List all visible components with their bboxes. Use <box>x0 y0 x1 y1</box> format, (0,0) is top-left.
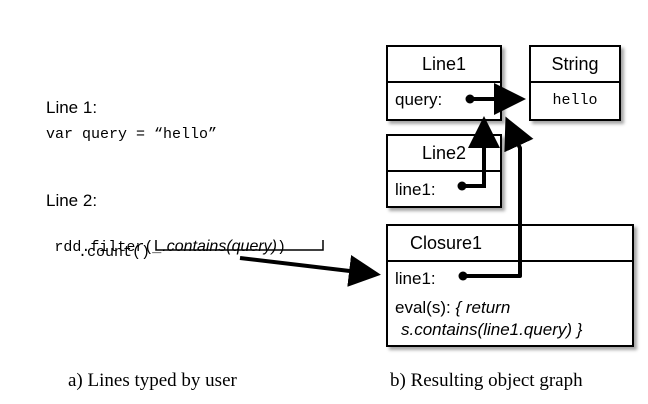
line2-code-prefix: rdd.filter( <box>54 239 154 256</box>
closure1-line1-field: line1: <box>395 269 436 288</box>
line2-object-title: Line2 <box>388 136 500 172</box>
closure-to-line1-arrow <box>463 116 534 278</box>
line2-heading: Line 2: <box>46 191 98 210</box>
left-caption: a) Lines typed by user <box>68 370 237 391</box>
string-object-title: String <box>531 47 619 83</box>
line1-code: var query = “hello” <box>46 126 218 143</box>
code-to-closure-arrow <box>239 255 381 287</box>
closure1-eval-code-2: s.contains(line1.query) } <box>401 320 583 339</box>
closure1-eval-line: eval(s): { return <box>395 298 510 318</box>
closure1-object-title: Closure1 <box>388 226 632 262</box>
closure-bracket <box>155 240 324 251</box>
line2-to-line1-arrow <box>462 116 500 188</box>
right-caption: b) Resulting object graph <box>390 370 583 391</box>
closure1-eval-code-1: { return <box>455 298 511 317</box>
line2-code-suffix: ) <box>277 239 287 256</box>
line1-heading: Line 1: <box>46 98 98 117</box>
string-object-value: hello <box>552 92 598 109</box>
closure1-eval-label: eval(s): <box>395 298 451 317</box>
line2-code-continuation: .count() <box>78 244 151 261</box>
line2-line1-field: line1: <box>395 180 436 199</box>
string-object-box: String hello <box>529 45 621 121</box>
line1-query-field: query: <box>395 90 443 109</box>
line1-object-title: Line1 <box>388 47 500 83</box>
closure1-object-box: Closure1 line1: eval(s): { return s.cont… <box>386 224 634 347</box>
